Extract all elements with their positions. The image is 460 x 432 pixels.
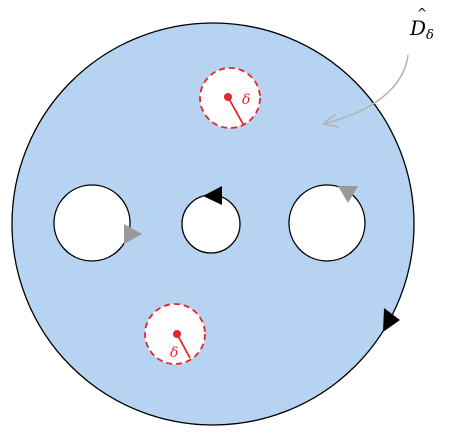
top-small-disk: δ	[199, 67, 261, 129]
center-hole-black-arrow	[203, 186, 222, 205]
bottom-delta-label: δ	[170, 345, 178, 361]
domain-label-subscript: δ	[426, 28, 434, 43]
left-hole	[53, 184, 131, 262]
center-hole	[181, 194, 241, 254]
domain-pointer-arrow	[321, 54, 409, 128]
top-disk-center-dot	[224, 93, 232, 101]
domain-label-accent: ^	[417, 6, 427, 20]
bottom-small-disk: δ	[144, 303, 206, 365]
right-hole	[288, 184, 366, 262]
bottom-disk-center-dot	[173, 330, 181, 338]
right-hole-gray-arrow	[338, 186, 358, 203]
outer-boundary-black-arrow	[383, 308, 400, 332]
domain-label-glyph: D	[409, 16, 426, 40]
top-delta-label: δ	[242, 92, 250, 108]
domain-label: ^ D δ	[409, 6, 434, 43]
left-hole-gray-arrow	[124, 224, 142, 244]
